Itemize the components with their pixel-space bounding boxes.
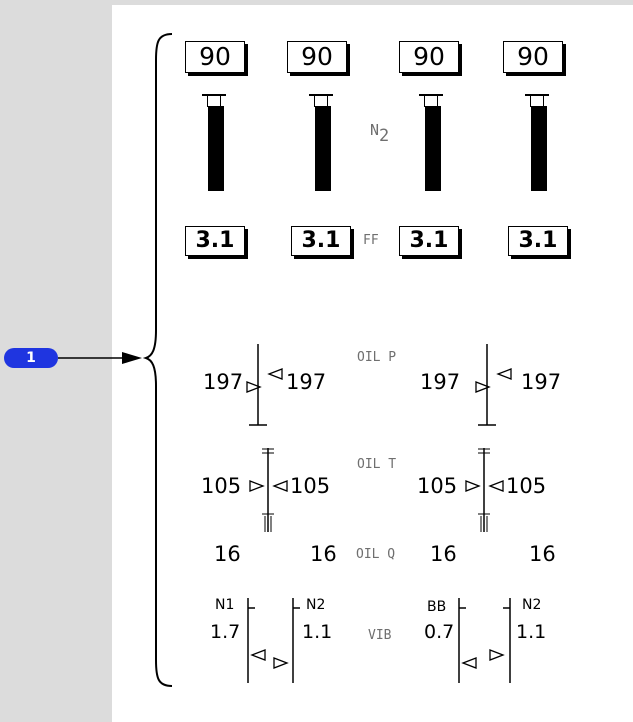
oil-p-label: OIL P (357, 350, 397, 365)
vib-scale-2 (458, 598, 511, 683)
oil-t-value-3: 105 (417, 474, 458, 498)
oil-t-label: OIL T (357, 457, 397, 472)
oil-p-value-1: 197 (203, 370, 244, 394)
oil-t-value-1: 105 (201, 474, 242, 498)
ff-value-box-2: 3.1 (291, 226, 351, 256)
callout-arrowhead (122, 352, 142, 364)
vib-value-4: 1.1 (516, 621, 547, 643)
oil-q-label: OIL Q (356, 547, 396, 562)
ff-value-box-3: 3.1 (399, 226, 459, 256)
ff-value-box-1: 3.1 (185, 226, 245, 256)
oil-t-value-4: 105 (506, 474, 547, 498)
oil-p-scale-2 (475, 344, 512, 426)
oil-p-value-4: 197 (521, 370, 562, 394)
vib-scale-1 (247, 598, 300, 683)
oil-q-value-4: 16 (529, 542, 556, 566)
callout-badge[interactable]: 1 (4, 348, 58, 368)
vib-label: VIB (368, 628, 392, 643)
oil-p-value-3: 197 (420, 370, 461, 394)
vib-value-3: 0.7 (424, 621, 455, 643)
oil-q-value-1: 16 (214, 542, 241, 566)
vib-value-2: 1.1 (302, 621, 333, 643)
top-band (0, 0, 633, 5)
oil-p-scale-1 (246, 344, 283, 426)
n2-value-box-1: 90 (185, 41, 245, 73)
oil-t-value-2: 105 (290, 474, 331, 498)
left-brace (142, 33, 173, 687)
oil-p-value-2: 197 (286, 370, 327, 394)
oil-q-value-3: 16 (430, 542, 457, 566)
n2-value-box-3: 90 (399, 41, 459, 73)
n2-label: N2 (370, 121, 390, 146)
ff-value-box-4: 3.1 (508, 226, 568, 256)
vib-source-label-2: N2 (306, 597, 326, 613)
vib-source-label-1: N1 (215, 597, 235, 613)
ff-label: FF (363, 233, 379, 248)
oil-t-scale-2 (465, 448, 504, 532)
oil-t-scale-1 (249, 448, 288, 532)
oil-q-value-2: 16 (310, 542, 337, 566)
vib-source-label-4: N2 (522, 597, 542, 613)
vib-value-1: 1.7 (210, 621, 241, 643)
n2-value-box-4: 90 (503, 41, 563, 73)
n2-value-box-2: 90 (287, 41, 347, 73)
vib-source-label-3: BB (427, 599, 447, 615)
